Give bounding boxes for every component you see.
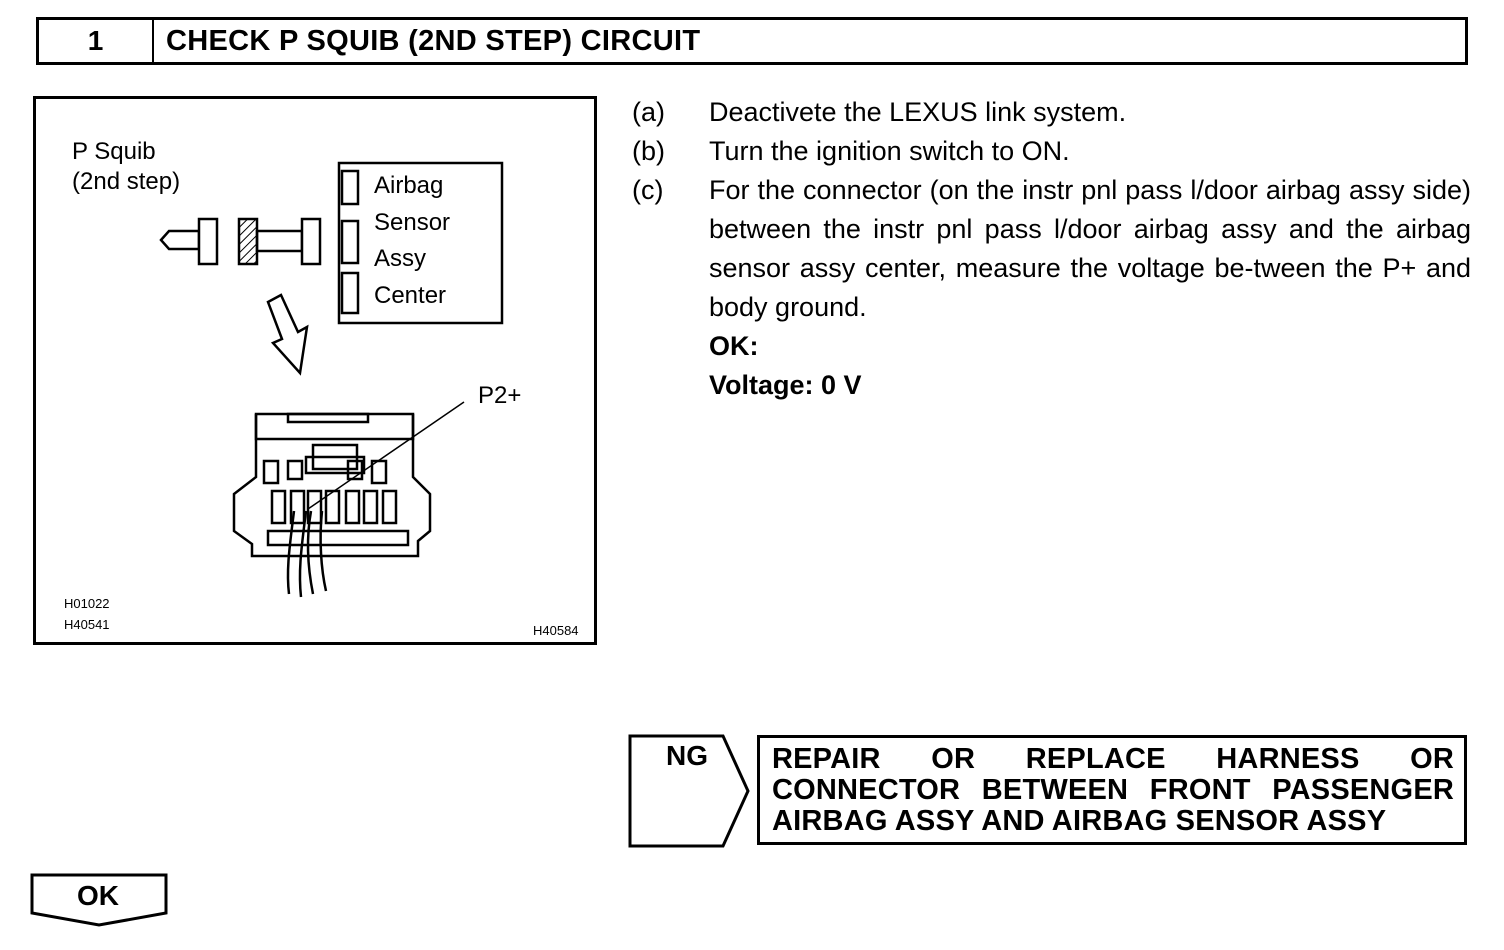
ng-action-box: REPAIR OR REPLACE HARNESS OR CONNECTOR B… <box>757 735 1467 845</box>
figure-code: H40541 <box>64 617 110 632</box>
step-text: Deactivete the LEXUS link system. <box>709 97 1127 127</box>
squib-label: P Squib (2nd step) <box>72 137 180 197</box>
step-letter: (a) <box>632 97 665 127</box>
sensor-box <box>337 161 504 325</box>
connector-diagram <box>159 161 504 598</box>
terminal-label: P2+ <box>478 382 522 409</box>
figure-code: H01022 <box>64 596 110 611</box>
step-header: 1 CHECK P SQUIB (2ND STEP) CIRCUIT <box>36 17 1468 65</box>
ok-arrow-box <box>30 873 168 927</box>
p2-leader-line <box>307 401 465 510</box>
sensor-label-line: Sensor <box>374 208 451 236</box>
step-number: 1 <box>39 20 154 62</box>
sensor-label-line: Center <box>374 281 447 309</box>
connector-face <box>232 412 432 598</box>
connector-figure: P Squib (2nd step) Airbag Sensor Assy Ce… <box>33 96 597 645</box>
sensor-label-line: Assy <box>374 245 427 272</box>
sensor-label: Airbag Sensor Assy Center <box>374 168 450 314</box>
sensor-label-line: Airbag <box>374 172 444 199</box>
ok-criteria-label: OK: <box>709 331 759 361</box>
ng-label: NG <box>666 740 708 771</box>
step-letter: (c) <box>632 175 664 205</box>
down-arrow-icon <box>266 293 309 376</box>
squib-label-line1: P Squib <box>72 138 156 165</box>
figure-code: H40584 <box>533 623 579 638</box>
voltage-spec: Voltage: 0 V <box>709 370 862 400</box>
ok-tag: OK <box>77 880 119 911</box>
ng-action-text: REPAIR OR REPLACE HARNESS OR CONNECTOR B… <box>772 743 1454 837</box>
ng-arrow-box <box>628 734 750 848</box>
step-text: Turn the ignition switch to ON. <box>709 136 1070 166</box>
squib-plug <box>159 217 322 266</box>
squib-label-line2: (2nd step) <box>72 168 181 195</box>
step-text: For the connector (on the instr pnl pass… <box>709 175 1471 322</box>
step-letter: (b) <box>632 136 665 166</box>
step-title: CHECK P SQUIB (2ND STEP) CIRCUIT <box>166 25 701 57</box>
